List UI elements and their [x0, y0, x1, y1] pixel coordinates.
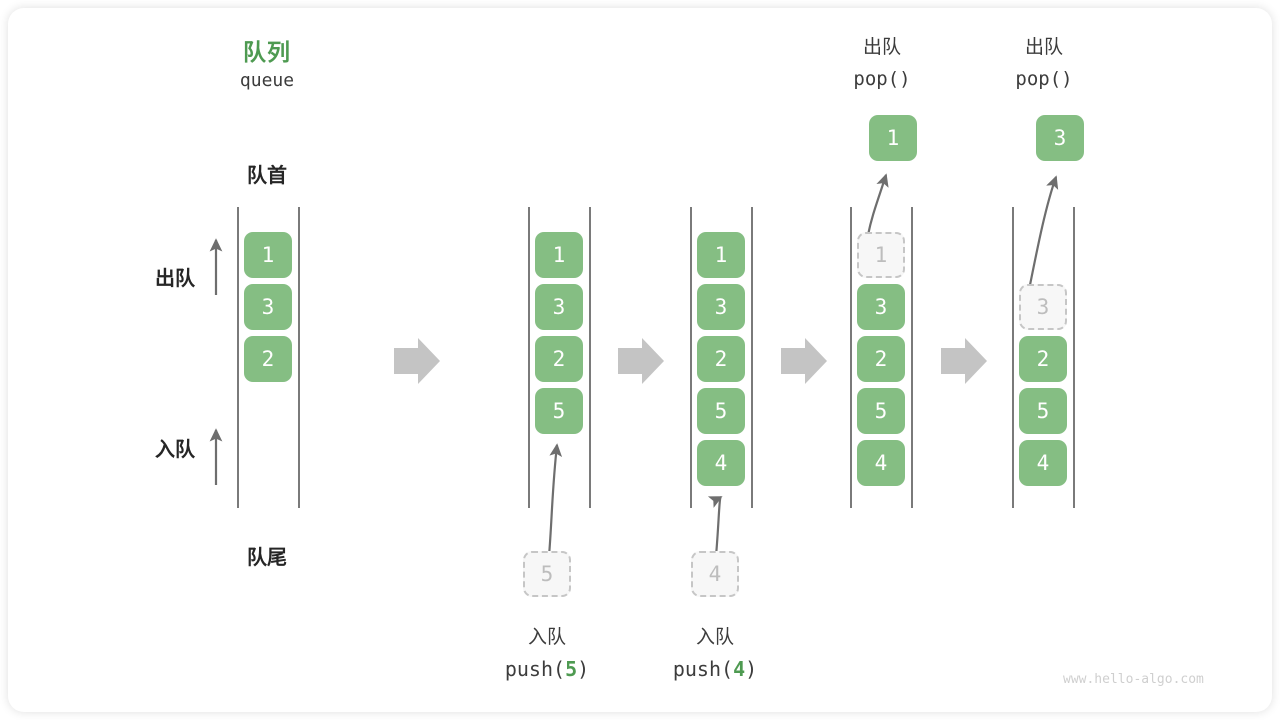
queue-cell: 4 — [697, 440, 745, 486]
pop-header-cn-step-5: 出队 — [1024, 37, 1063, 58]
push-code-num: 4 — [733, 657, 746, 681]
front-label: 队首 — [247, 165, 287, 187]
push-code-suffix: ) — [745, 657, 758, 681]
rear-label: 队尾 — [247, 547, 287, 569]
watermark: www.hello-algo.com — [1063, 672, 1204, 687]
dequeue-side-label: 出队 — [155, 268, 195, 290]
pop-header-code-step-5: pop() — [1015, 68, 1073, 90]
push-code-num: 5 — [565, 657, 578, 681]
queue-cell: 3 — [535, 284, 583, 330]
page-title-en: queue — [239, 70, 295, 91]
pop-header-cn-step-4: 出队 — [862, 37, 901, 58]
queue-cell: 2 — [697, 336, 745, 382]
incoming-cell-step-2: 5 — [523, 551, 571, 597]
queue-cell: 3 — [244, 284, 292, 330]
push-caption-cn-step-2: 入队 — [527, 627, 566, 648]
push-caption-code-step-2: push(5) — [487, 657, 607, 681]
queue-cell: 3 — [697, 284, 745, 330]
popped-cell-step-4: 1 — [869, 115, 917, 161]
queue-cell: 4 — [857, 440, 905, 486]
popped-cell-step-5: 3 — [1036, 115, 1084, 161]
queue-cell: 1 — [244, 232, 292, 278]
push-code-prefix: push( — [504, 657, 566, 681]
push-code-suffix: ) — [577, 657, 590, 681]
queue-cell: 5 — [535, 388, 583, 434]
queue-cell: 3 — [857, 284, 905, 330]
queue-cell: 4 — [1019, 440, 1067, 486]
queue-cell: 5 — [697, 388, 745, 434]
queue-cell-ghost: 3 — [1019, 284, 1067, 330]
push-caption-code-step-3: push(4) — [655, 657, 775, 681]
pop-header-code-step-4: pop() — [853, 68, 911, 90]
diagram-card — [8, 8, 1272, 712]
queue-cell: 2 — [857, 336, 905, 382]
push-code-prefix: push( — [672, 657, 734, 681]
incoming-cell-step-3: 4 — [691, 551, 739, 597]
queue-cell: 5 — [1019, 388, 1067, 434]
queue-cell-ghost: 1 — [857, 232, 905, 278]
page-title-cn: 队列 — [243, 39, 291, 65]
queue-cell: 2 — [1019, 336, 1067, 382]
queue-cell: 1 — [535, 232, 583, 278]
push-caption-cn-step-3: 入队 — [695, 627, 734, 648]
queue-cell: 2 — [244, 336, 292, 382]
queue-cell: 5 — [857, 388, 905, 434]
queue-cell: 2 — [535, 336, 583, 382]
queue-cell: 1 — [697, 232, 745, 278]
enqueue-side-label: 入队 — [155, 439, 195, 461]
